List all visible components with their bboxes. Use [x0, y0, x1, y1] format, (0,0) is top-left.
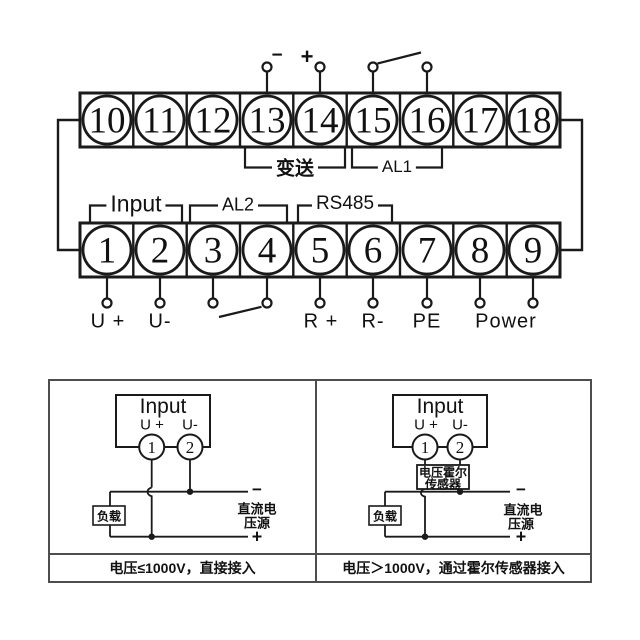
left-link-wire — [56, 118, 80, 252]
terminal-5-label: 5 — [310, 230, 330, 272]
top-strip-dividers — [132, 93, 508, 147]
left-u-plus-label: U + — [140, 416, 164, 434]
pin-label-pe: PE — [412, 310, 442, 333]
left-dc-source-line1: 直流电 — [237, 501, 277, 517]
terminal-12-label: 12 — [194, 100, 232, 142]
right-u-plus-label: U + — [414, 416, 438, 434]
bottom-pin-stubs — [101, 277, 539, 309]
al1-relay-contact — [367, 51, 433, 93]
transmit-minus-label: − — [271, 45, 283, 66]
right-link-wire — [560, 118, 584, 252]
top-terminal-circles — [81, 94, 559, 146]
transmit-bracket-label: 变送 — [271, 153, 319, 181]
right-plus-symbol: + — [515, 526, 527, 547]
left-minus-symbol: − — [252, 480, 262, 499]
left-load-label: 负载 — [96, 509, 122, 524]
left-terminal-1-label: 1 — [147, 438, 156, 457]
terminal-10-label: 10 — [88, 100, 126, 142]
pin-label-u-minus: U- — [148, 310, 172, 333]
terminal-1-label: 1 — [97, 230, 117, 272]
bottom-strip-dividers — [132, 223, 508, 277]
transmit-plus-label: + — [300, 44, 314, 69]
pin-label-power: Power — [475, 310, 537, 333]
direct-connection-diagram-lines — [92, 394, 248, 540]
al1-bracket-label: AL1 — [377, 157, 417, 177]
terminal-4-label: 4 — [257, 230, 277, 272]
left-dc-source-line2: 压源 — [243, 515, 271, 531]
right-terminal-2-label: 2 — [455, 438, 465, 457]
right-terminal-1-label: 1 — [420, 438, 430, 457]
direct-connection-caption: 电压≤1000V，直接接入 — [50, 555, 317, 581]
rs485-bracket-label: RS485 — [311, 193, 379, 215]
pin-label-r-minus: R- — [361, 310, 385, 333]
al2-relay-contact — [218, 305, 262, 319]
right-minus-symbol: − — [516, 480, 526, 499]
terminal-9-label: 9 — [523, 230, 543, 272]
right-load-label: 负载 — [372, 509, 398, 524]
bottom-terminal-circles — [81, 224, 559, 276]
right-input-box-label: Input — [416, 395, 464, 418]
right-u-minus-label: U- — [452, 416, 468, 434]
terminal-13-label: 13 — [248, 100, 286, 142]
terminal-14-label: 14 — [301, 100, 339, 142]
caption-row: 电压≤1000V，直接接入 电压＞1000V，通过霍尔传感器接入 — [50, 553, 590, 581]
terminal-11-label: 11 — [142, 100, 178, 142]
terminal-18-label: 18 — [514, 100, 552, 142]
transmit-output-stubs — [261, 61, 326, 93]
left-u-minus-label: U- — [182, 416, 198, 434]
terminal-7-label: 7 — [417, 230, 437, 272]
right-dc-source-line2: 压源 — [507, 516, 535, 532]
terminal-3-label: 3 — [203, 230, 223, 272]
al2-bracket-label: AL2 — [217, 194, 259, 216]
direct-connection-cell — [50, 381, 317, 553]
terminal-16-label: 16 — [408, 100, 446, 142]
input-bracket-label: Input — [106, 190, 166, 218]
hall-sensor-caption: 电压＞1000V，通过霍尔传感器接入 — [342, 560, 565, 576]
terminal-8-label: 8 — [470, 230, 490, 272]
terminal-6-label: 6 — [363, 230, 383, 272]
left-plus-symbol: + — [251, 526, 263, 547]
pin-label-u-plus: U + — [90, 310, 126, 333]
terminal-2-label: 2 — [150, 230, 170, 272]
hall-sensor-diagram-lines — [368, 394, 510, 540]
terminal-15-label: 15 — [354, 100, 392, 142]
hall-sensor-label-line1: 电压霍尔 — [418, 465, 468, 480]
terminal-17-label: 17 — [461, 100, 499, 142]
right-dc-source-line1: 直流电 — [503, 502, 543, 518]
hall-sensor-label-line2: 传感器 — [424, 477, 462, 492]
left-terminal-2-label: 2 — [185, 438, 195, 457]
pin-label-r-plus: R + — [303, 310, 339, 333]
left-input-box-label: Input — [139, 395, 187, 418]
diagram-row — [50, 381, 590, 553]
connection-examples-table: 电压≤1000V，直接接入 电压＞1000V，通过霍尔传感器接入 — [48, 379, 592, 583]
